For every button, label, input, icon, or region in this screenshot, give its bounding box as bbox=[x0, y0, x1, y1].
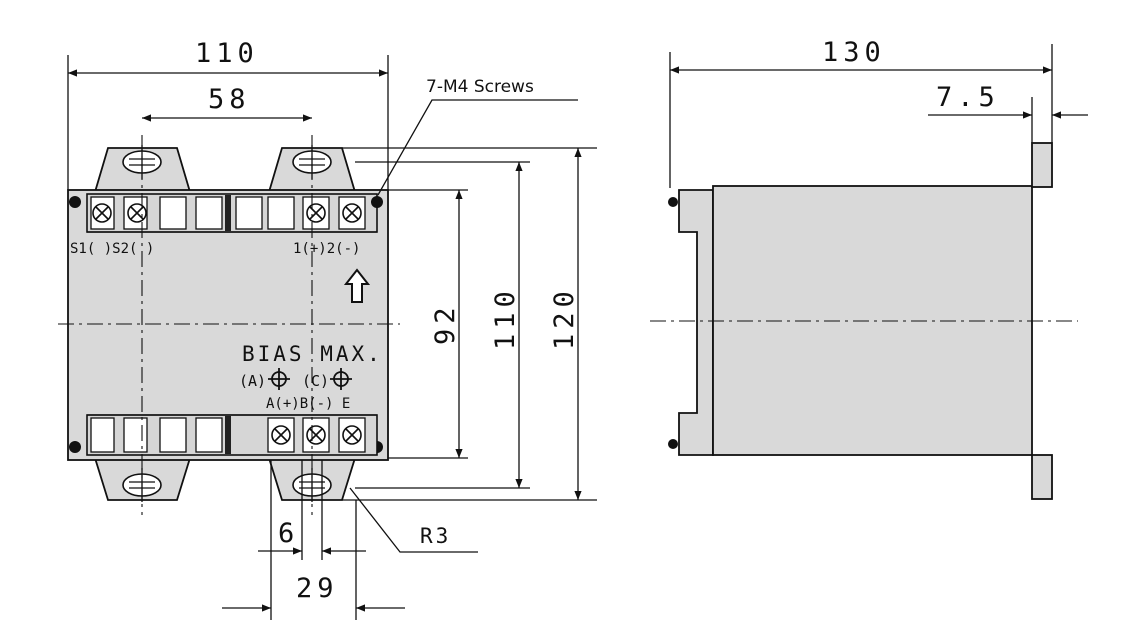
screw-2 bbox=[342, 203, 362, 223]
width-dimension: 110 bbox=[195, 38, 259, 69]
height-120-dimension: 120 bbox=[549, 286, 580, 350]
slot-dimension: 6 bbox=[278, 518, 299, 549]
bias-max-label: BIAS MAX. bbox=[242, 342, 383, 366]
screw-a bbox=[271, 425, 291, 445]
top-terminal-right-label: 1(+)2(-) bbox=[293, 241, 360, 257]
bottom-terminal-block bbox=[86, 414, 378, 456]
screw-s1 bbox=[92, 203, 112, 223]
rear-flange-top bbox=[1031, 142, 1053, 188]
front-view: S1( )S2( ) 1(+)2(-) BIAS MAX. (A) (C) A(… bbox=[58, 77, 578, 553]
top-terminal-block bbox=[86, 193, 378, 233]
flange-dimension: 7.5 bbox=[936, 82, 1000, 113]
screw-e bbox=[342, 425, 362, 445]
foot-dimension: 29 bbox=[296, 573, 339, 604]
depth-dimension: 130 bbox=[822, 37, 886, 68]
corner-dot bbox=[69, 441, 81, 453]
side-bump bbox=[668, 439, 678, 449]
rear-flange-bottom bbox=[1031, 454, 1053, 500]
bottom-terminals-label: A(+)B(-) E bbox=[266, 396, 350, 412]
front-dimensions: 110 58 92 110 120 6 29 bbox=[67, 38, 597, 620]
up-arrow-icon bbox=[343, 268, 371, 303]
corner-dot bbox=[69, 196, 81, 208]
side-dimensions: 130 7.5 bbox=[669, 37, 1088, 188]
adjust-c-label: (C) bbox=[302, 372, 329, 390]
screw-1 bbox=[306, 203, 326, 223]
height-92-dimension: 92 bbox=[430, 302, 461, 345]
adjust-a-label: (A) bbox=[239, 372, 266, 390]
screws-label: 7-M4 Screws bbox=[426, 77, 534, 97]
side-bump bbox=[668, 197, 678, 207]
screw-b bbox=[306, 425, 326, 445]
height-110-dimension: 110 bbox=[490, 286, 521, 350]
side-front-step bbox=[678, 189, 714, 456]
pitch-dimension: 58 bbox=[208, 84, 251, 115]
radius-label: R3 bbox=[420, 524, 451, 548]
corner-dot bbox=[371, 196, 383, 208]
screw-s2 bbox=[127, 203, 147, 223]
top-terminal-left-label: S1( )S2( ) bbox=[70, 241, 154, 257]
side-view bbox=[650, 142, 1078, 500]
